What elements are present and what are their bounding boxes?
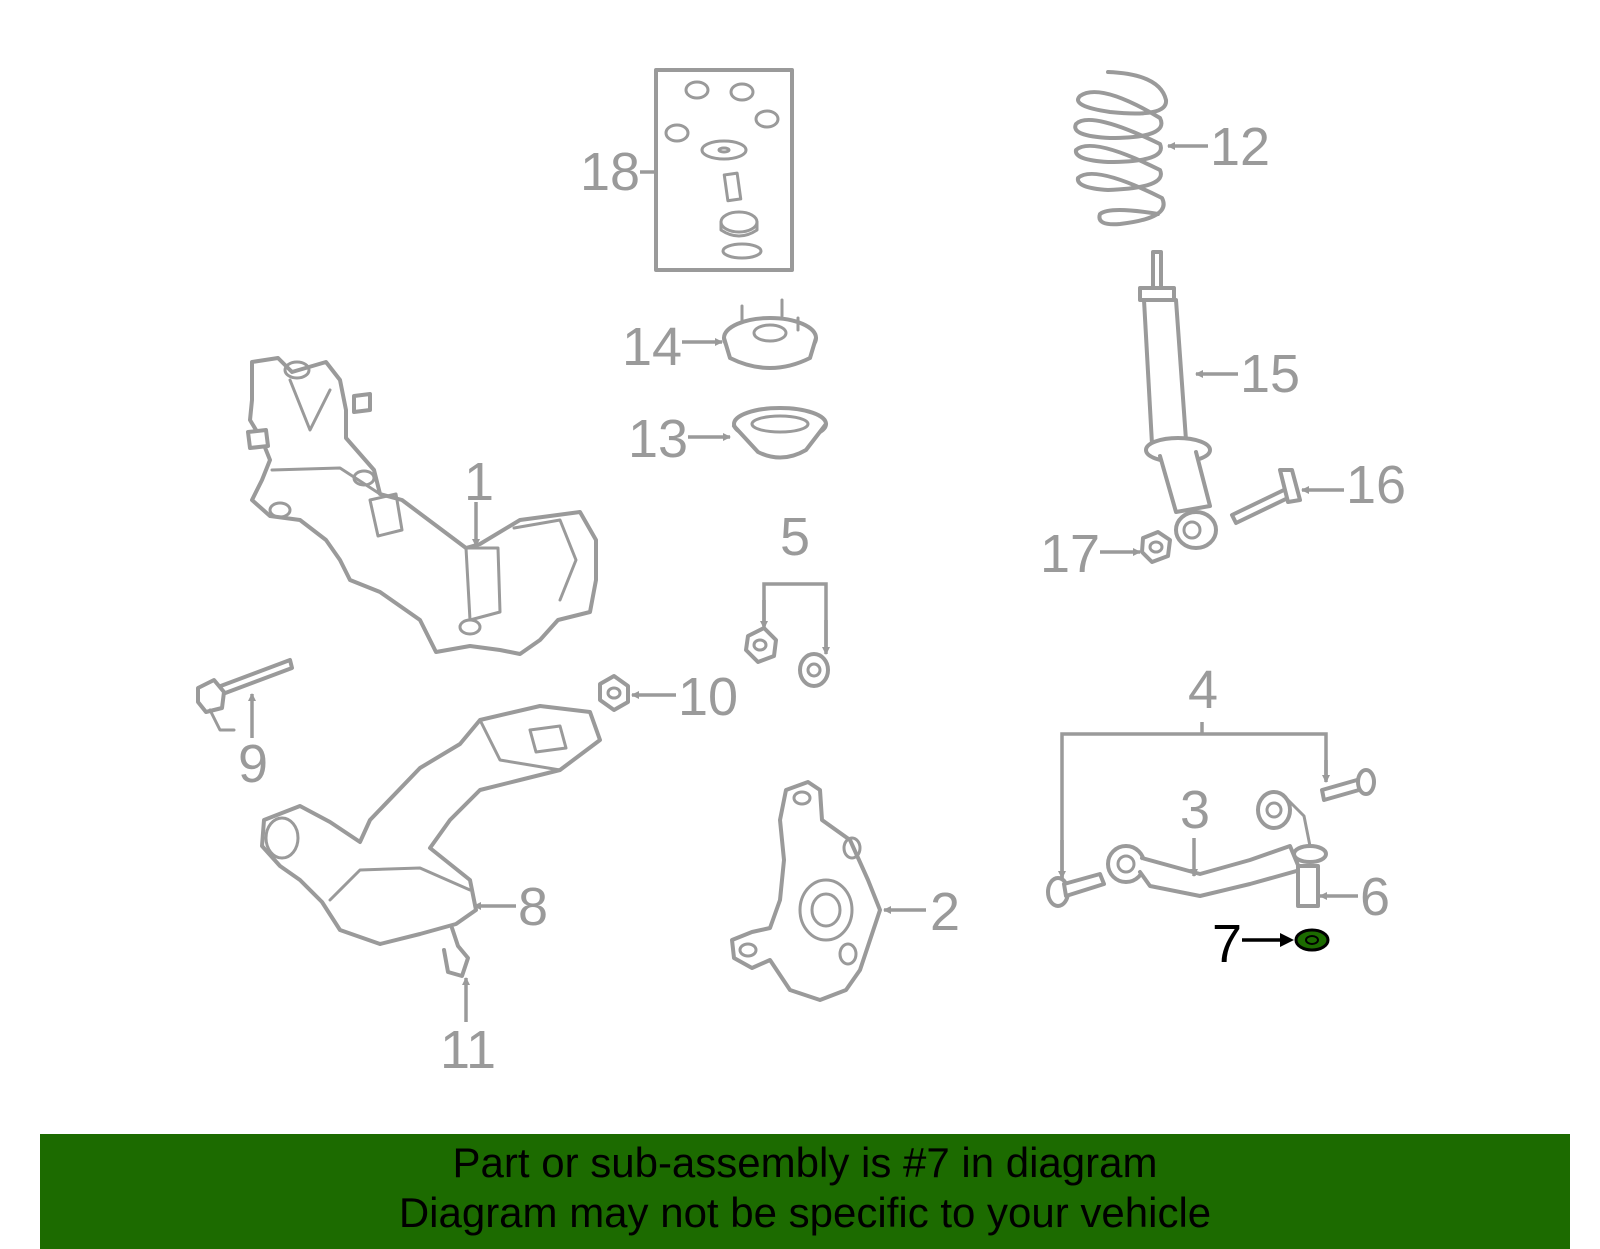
- svg-text:11: 11: [440, 1020, 496, 1080]
- part-1-crossmember: [246, 356, 598, 656]
- part-13-insulator: [732, 406, 828, 460]
- callout-10: 10: [631, 667, 738, 727]
- callout-5: 5: [760, 507, 830, 655]
- callout-1: 1: [464, 452, 494, 547]
- svg-text:16: 16: [1346, 455, 1406, 515]
- svg-text:5: 5: [780, 507, 810, 567]
- callout-8: 8: [473, 877, 548, 937]
- part-18-hardware-kit: [654, 68, 794, 272]
- callout-16: 16: [1301, 455, 1406, 515]
- svg-text:18: 18: [580, 142, 640, 202]
- callout-13: 13: [628, 409, 731, 469]
- part-17-nut: [1140, 530, 1172, 564]
- svg-text:1: 1: [464, 452, 494, 512]
- svg-text:15: 15: [1240, 344, 1300, 404]
- part-15-shock-absorber: [1138, 250, 1218, 550]
- callout-12: 12: [1167, 117, 1270, 177]
- part-8-lower-control-arm: [260, 704, 602, 978]
- part-7-highlighted: [1294, 928, 1330, 952]
- svg-text:8: 8: [518, 877, 548, 937]
- part-14-strut-mount: [722, 298, 818, 370]
- callout-14: 14: [622, 317, 723, 377]
- parts-diagram: 18 14 13 12 15: [196, 68, 1406, 1080]
- svg-text:9: 9: [238, 734, 268, 794]
- svg-text:13: 13: [628, 409, 688, 469]
- svg-text:2: 2: [930, 882, 960, 942]
- svg-text:7: 7: [1212, 914, 1242, 974]
- part-5-nuts: [744, 626, 830, 688]
- callout-11: 11: [440, 977, 496, 1080]
- part-3-upper-control-arm: [1106, 790, 1328, 898]
- svg-text:6: 6: [1360, 867, 1390, 927]
- callout-7: 7: [1212, 914, 1294, 974]
- svg-text:12: 12: [1210, 117, 1270, 177]
- svg-text:4: 4: [1188, 660, 1218, 720]
- callout-3: 3: [1180, 780, 1210, 877]
- svg-text:14: 14: [622, 317, 682, 377]
- info-banner: Part or sub-assembly is #7 in diagram Di…: [40, 1134, 1570, 1249]
- callout-18: 18: [580, 142, 656, 202]
- part-9-bolt: [196, 658, 294, 732]
- callout-6: 6: [1319, 867, 1390, 927]
- banner-line-1: Part or sub-assembly is #7 in diagram: [452, 1139, 1158, 1186]
- callout-9: 9: [238, 693, 268, 794]
- callout-17: 17: [1040, 524, 1141, 584]
- part-10-nut: [598, 674, 630, 712]
- part-6-ball-joint: [1296, 864, 1320, 908]
- part-12-coil-spring: [1073, 70, 1168, 227]
- callout-15: 15: [1195, 344, 1300, 404]
- callout-2: 2: [883, 882, 960, 942]
- svg-text:3: 3: [1180, 780, 1210, 840]
- callout-4: 4: [1058, 660, 1330, 879]
- banner-line-2: Diagram may not be specific to your vehi…: [398, 1189, 1212, 1236]
- part-2-knuckle: [730, 780, 882, 1002]
- part-16-bolt: [1230, 468, 1302, 525]
- svg-text:17: 17: [1040, 524, 1100, 584]
- svg-text:10: 10: [678, 667, 738, 727]
